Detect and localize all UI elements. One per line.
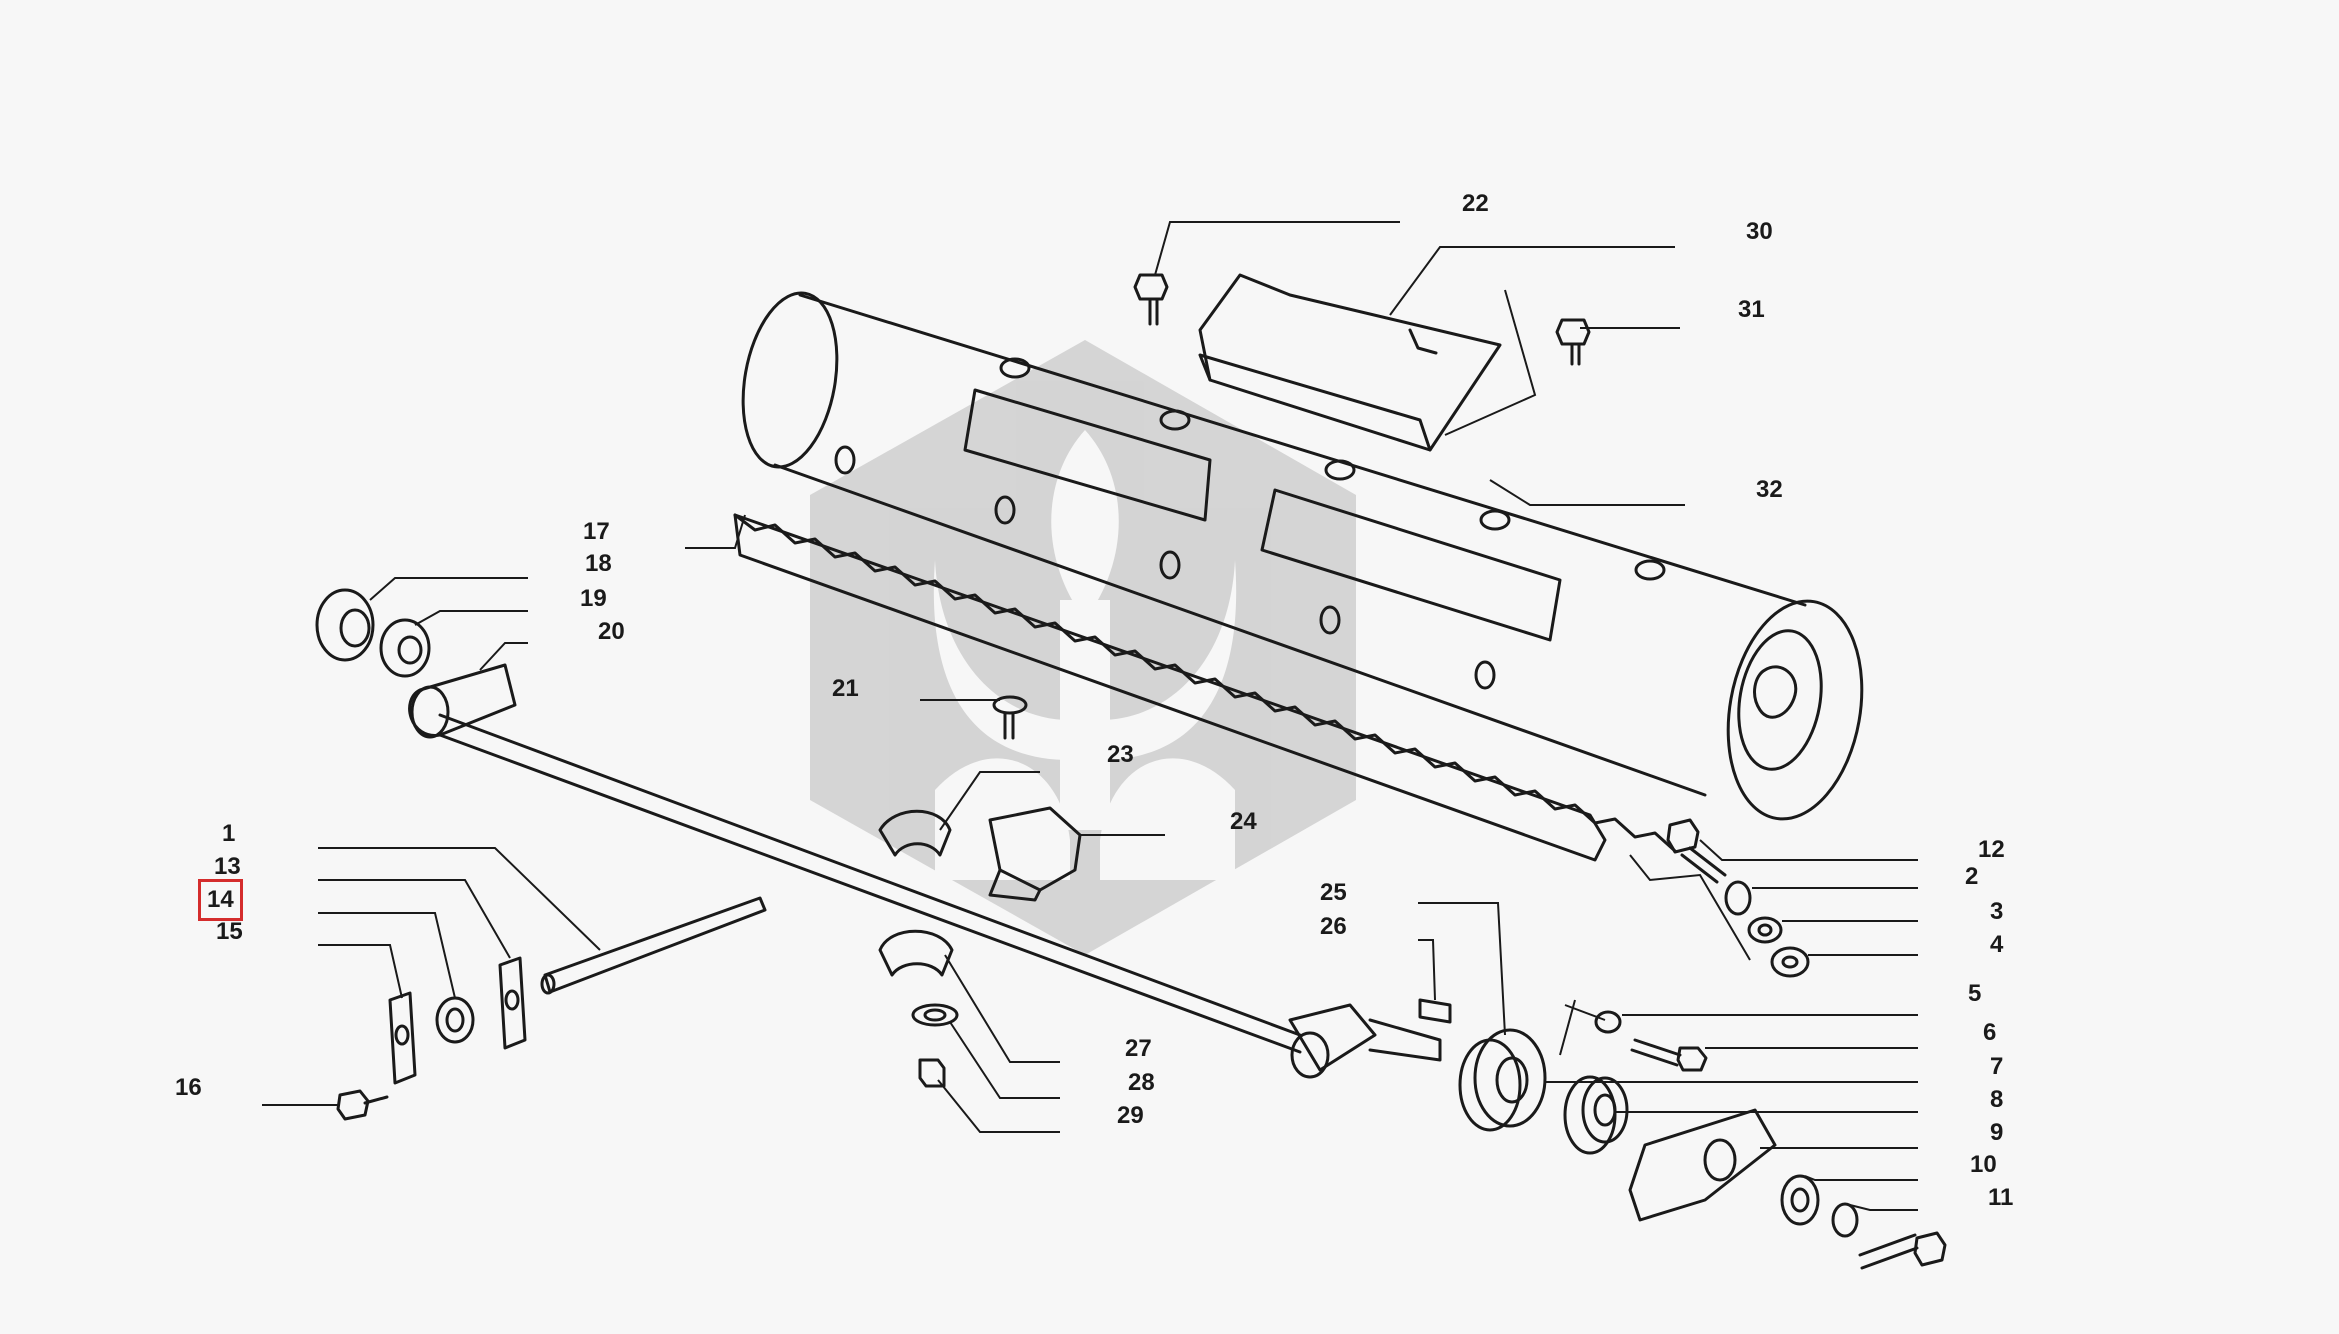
part-number-32[interactable]: 32 — [1756, 476, 1783, 503]
flange-14 — [498, 956, 527, 1050]
part-number-19[interactable]: 19 — [580, 585, 607, 612]
part-number-3[interactable]: 3 — [1990, 898, 2004, 925]
cover-plate — [1198, 273, 1502, 452]
watermark-logo — [810, 340, 1356, 955]
part-number-27[interactable]: 27 — [1125, 1035, 1152, 1062]
part-number-25[interactable]: 25 — [1320, 879, 1347, 906]
bolt-16 — [336, 1089, 389, 1121]
washer-4 — [1770, 946, 1810, 978]
rod-1 — [540, 896, 767, 995]
part-number-10[interactable]: 10 — [1970, 1151, 1997, 1178]
clamp-23 — [878, 809, 952, 857]
part-number-28[interactable]: 28 — [1128, 1069, 1155, 1096]
washer-3 — [1747, 916, 1783, 944]
serrated-bar — [733, 513, 1677, 862]
bracket-24 — [988, 806, 1082, 902]
bearing-7 — [1563, 1075, 1629, 1155]
part-number-15[interactable]: 15 — [216, 918, 243, 945]
part-number-18[interactable]: 18 — [585, 550, 612, 577]
part-number-4[interactable]: 4 — [1990, 931, 2004, 958]
main-shaft — [408, 663, 1442, 1079]
bolt-22 — [1133, 273, 1169, 326]
flange-16 — [388, 991, 417, 1085]
washer-10 — [1780, 1174, 1820, 1226]
clamp-27 — [878, 929, 954, 977]
part-number-14-selected[interactable]: 14 — [198, 879, 243, 921]
part-number-8[interactable]: 8 — [1990, 1086, 2004, 1113]
drum-cylinder — [741, 291, 1864, 821]
part-number-31[interactable]: 31 — [1738, 296, 1765, 323]
bolt-31 — [1555, 318, 1591, 366]
bushing-15 — [435, 996, 475, 1044]
part-number-5[interactable]: 5 — [1968, 980, 1982, 1007]
part-number-24[interactable]: 24 — [1230, 808, 1257, 835]
part-number-13[interactable]: 13 — [214, 853, 241, 880]
part-number-1[interactable]: 1 — [222, 820, 236, 847]
bracket-9 — [1628, 1108, 1777, 1222]
lock-washer-2 — [1724, 880, 1752, 916]
part-number-16[interactable]: 16 — [175, 1074, 202, 1101]
bolt-21 — [992, 695, 1028, 740]
part-number-26[interactable]: 26 — [1320, 913, 1347, 940]
part-number-22[interactable]: 22 — [1462, 190, 1489, 217]
part-number-12[interactable]: 12 — [1978, 836, 2005, 863]
part-number-2[interactable]: 2 — [1965, 863, 1979, 890]
part-number-11[interactable]: 11 — [1988, 1184, 2014, 1211]
lock-washer-11 — [1831, 1202, 1859, 1238]
part-number-6[interactable]: 6 — [1983, 1019, 1997, 1046]
flange-bearing-6 — [1458, 1028, 1547, 1132]
leader-lines — [262, 221, 1918, 1211]
washer-28 — [911, 1003, 959, 1027]
part-number-23[interactable]: 23 — [1107, 741, 1134, 768]
bolt-12 — [1666, 818, 1727, 884]
part-number-20[interactable]: 20 — [598, 618, 625, 645]
bearing-18 — [315, 588, 375, 662]
lock-washer-5 — [1594, 1010, 1622, 1034]
part-number-29[interactable]: 29 — [1117, 1102, 1144, 1129]
part-number-7[interactable]: 7 — [1990, 1053, 2004, 1080]
bolt-6 — [1630, 1038, 1708, 1072]
part-number-9[interactable]: 9 — [1990, 1119, 2004, 1146]
bolt-11 — [1858, 1231, 1947, 1270]
key-26 — [1418, 998, 1452, 1024]
bearing-19 — [379, 618, 431, 678]
part-number-21[interactable]: 21 — [832, 675, 859, 702]
part-number-30[interactable]: 30 — [1746, 218, 1773, 245]
part-number-17[interactable]: 17 — [583, 518, 610, 545]
